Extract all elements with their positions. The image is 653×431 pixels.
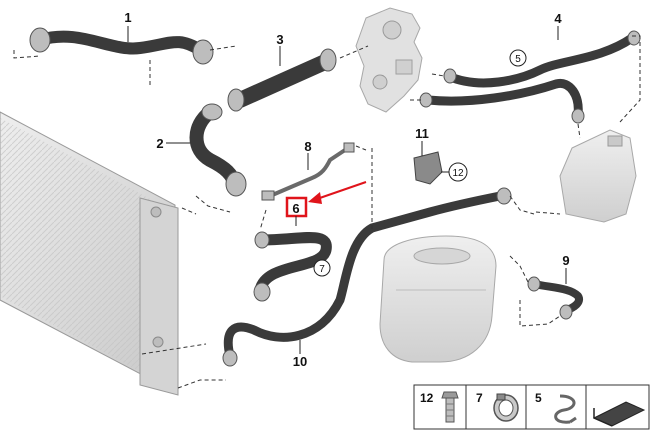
hose-1-clamp-right	[192, 39, 214, 65]
hose-10	[222, 187, 512, 367]
callout-10: 10	[293, 354, 307, 369]
callout-11: 11	[415, 126, 429, 141]
connection-lines	[13, 35, 641, 389]
hose-1	[29, 27, 214, 65]
circled-callout-12: 12	[448, 162, 468, 182]
legend-item-7: 7	[476, 391, 519, 422]
hose-2	[189, 103, 247, 197]
leader-lines	[127, 26, 567, 354]
legend: 12 7 5	[413, 384, 650, 430]
coolant-reservoir	[379, 235, 497, 363]
spring-clip-icon	[554, 394, 577, 424]
legend-item-plate	[592, 401, 646, 427]
svg-text:12: 12	[452, 168, 464, 179]
hose-3	[227, 48, 337, 112]
svg-text:12: 12	[420, 391, 434, 405]
callout-2: 2	[156, 136, 163, 151]
callout-9: 9	[562, 253, 569, 268]
pipe-8	[261, 142, 355, 201]
hose-9	[527, 276, 583, 320]
circled-callout-7: 7	[313, 259, 331, 277]
tilted-plate-icon	[592, 401, 646, 427]
legend-item-12: 12	[420, 391, 459, 423]
hose-6	[253, 231, 332, 302]
callout-1: 1	[124, 10, 131, 25]
bolt-icon	[441, 391, 459, 423]
legend-item-5: 5	[535, 391, 577, 424]
hose-1-clamp-left	[29, 27, 51, 53]
circled-callout-5: 5	[509, 49, 527, 67]
callout-6: 6	[292, 201, 299, 216]
svg-text:7: 7	[476, 391, 483, 405]
thermostat-housing	[355, 7, 423, 113]
hose-4	[419, 30, 641, 124]
callout-8: 8	[304, 139, 311, 154]
hose-clamp-icon	[493, 393, 519, 422]
callout-4: 4	[554, 11, 562, 26]
svg-text:5: 5	[535, 391, 542, 405]
bracket-11	[413, 151, 443, 185]
expansion-tank-upper	[559, 129, 637, 223]
radiator	[0, 111, 179, 396]
svg-text:7: 7	[319, 264, 325, 275]
callout-3: 3	[276, 32, 283, 47]
highlight-arrow	[308, 181, 367, 204]
svg-text:5: 5	[515, 54, 521, 65]
